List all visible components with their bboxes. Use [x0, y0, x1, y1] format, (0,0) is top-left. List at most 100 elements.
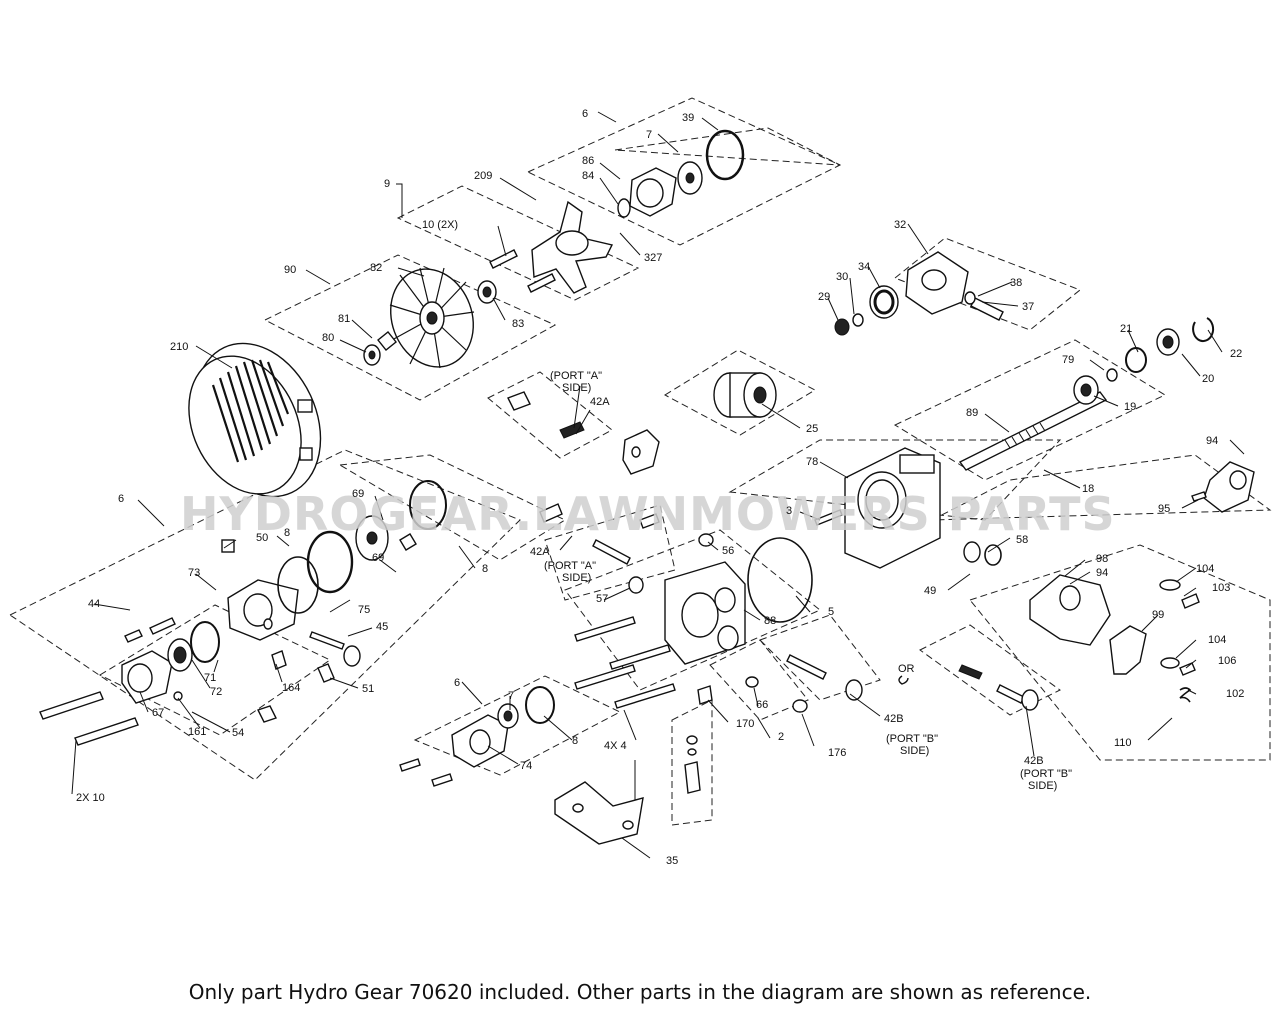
callout-54: 54	[232, 727, 244, 739]
thrust-plate	[507, 391, 660, 475]
callout-42b-right: 42B	[1024, 755, 1044, 767]
note-port-a-top-1: (PORT "A"	[550, 370, 602, 382]
callout-42b-mid: 42B	[884, 713, 904, 725]
callout-39: 39	[682, 112, 694, 124]
fan-cover-grille	[188, 342, 322, 498]
callout-209: 209	[474, 170, 492, 182]
callout-98: 98	[1096, 553, 1108, 565]
watermark: HYDROGEAR.LAWNMOWERS PARTS	[180, 487, 1116, 541]
callout-19: 19	[1124, 401, 1136, 413]
callout-18: 18	[1082, 483, 1094, 495]
relief-fittings	[745, 654, 1039, 713]
callout-106: 106	[1218, 655, 1236, 667]
mounting-bracket	[554, 781, 644, 845]
callout-29: 29	[818, 291, 830, 303]
input-shaft	[958, 317, 1215, 471]
cylinder-block	[713, 372, 777, 418]
valve-stack	[684, 685, 713, 794]
callout-51: 51	[362, 683, 374, 695]
callout-2x10: 2X 10	[76, 792, 105, 804]
callout-25: 25	[806, 423, 818, 435]
callout-95: 95	[1158, 503, 1170, 515]
callout-69b: 69	[372, 552, 384, 564]
callout-75: 75	[358, 604, 370, 616]
callout-110: 110	[1114, 737, 1132, 749]
callout-5: 5	[828, 606, 834, 618]
callout-88: 88	[764, 615, 776, 627]
fan-hub-parts	[363, 280, 497, 366]
callout-103: 103	[1212, 582, 1230, 594]
callout-89: 89	[966, 407, 978, 419]
callout-170: 170	[736, 718, 754, 730]
callout-71: 71	[204, 672, 216, 684]
control-arm-top	[1191, 461, 1255, 513]
callout-90: 90	[284, 264, 296, 276]
callout-10x2: 10 (2X)	[422, 219, 458, 231]
callout-176: 176	[828, 747, 846, 759]
callout-7b: 7	[508, 690, 514, 702]
callout-50: 50	[256, 532, 268, 544]
callout-57: 57	[596, 593, 608, 605]
callout-161: 161	[188, 726, 206, 738]
footnote: Only part Hydro Gear 70620 included. Oth…	[188, 980, 1092, 1004]
callout-9: 9	[384, 178, 390, 190]
callout-210: 210	[170, 341, 188, 353]
callout-104a: 104	[1196, 563, 1214, 575]
control-arm-assembly	[1029, 574, 1200, 703]
callout-42a-mid: 42A	[530, 546, 550, 558]
callout-99: 99	[1152, 609, 1164, 621]
note-port-a-top-2: SIDE)	[562, 382, 591, 394]
fittings-left	[257, 618, 361, 723]
pump-housing	[814, 447, 1002, 569]
callout-83: 83	[512, 318, 524, 330]
callout-80: 80	[322, 332, 334, 344]
note-port-b-right-2: SIDE)	[1028, 780, 1057, 792]
callout-82: 82	[370, 262, 382, 274]
callout-2: 2	[778, 731, 784, 743]
callout-45: 45	[376, 621, 388, 633]
callout-102: 102	[1226, 688, 1244, 700]
cooling-fan	[389, 267, 475, 369]
callout-or: OR	[898, 663, 915, 675]
callout-66: 66	[756, 699, 768, 711]
note-port-b-mid-1: (PORT "B"	[886, 733, 938, 745]
leader-lines	[71, 111, 1245, 859]
charge-pump-bottom	[399, 686, 555, 787]
callout-labels: 6 39 7 86 84 209 9 10 (2X) 327 90 82 83 …	[76, 108, 1244, 867]
callout-73: 73	[188, 567, 200, 579]
callout-94b: 94	[1096, 567, 1108, 579]
note-port-a-mid-1: (PORT "A"	[544, 560, 596, 572]
check-valves-port-a	[539, 503, 660, 565]
callout-6a: 6	[582, 108, 588, 120]
note-port-a-mid-2: SIDE)	[562, 572, 591, 584]
end-cap-left	[121, 617, 220, 704]
note-port-b-mid-2: SIDE)	[900, 745, 929, 757]
callout-42a-top: 42A	[590, 396, 610, 408]
callout-3: 3	[786, 505, 792, 517]
callout-21: 21	[1120, 323, 1132, 335]
callout-78: 78	[806, 456, 818, 468]
callout-58: 58	[1016, 534, 1028, 546]
callout-86: 86	[582, 155, 594, 167]
callout-84: 84	[582, 170, 594, 182]
callout-74: 74	[520, 760, 532, 772]
charge-pump-parts-top	[617, 129, 745, 218]
center-block	[628, 533, 813, 665]
callout-8b: 8	[482, 563, 488, 575]
callout-94a: 94	[1206, 435, 1218, 447]
callout-56: 56	[722, 545, 734, 557]
callout-4x4: 4X 4	[604, 740, 627, 752]
callout-49: 49	[924, 585, 936, 597]
callout-67: 67	[152, 707, 164, 719]
callout-37: 37	[1022, 301, 1034, 313]
callout-22: 22	[1230, 348, 1242, 360]
callout-34: 34	[858, 261, 870, 273]
charge-pump-left	[221, 480, 447, 641]
callout-72: 72	[210, 686, 222, 698]
callout-8c: 8	[572, 735, 578, 747]
callout-30: 30	[836, 271, 848, 283]
callout-164: 164	[282, 682, 300, 694]
callout-38: 38	[1010, 277, 1022, 289]
callout-8a: 8	[284, 527, 290, 539]
